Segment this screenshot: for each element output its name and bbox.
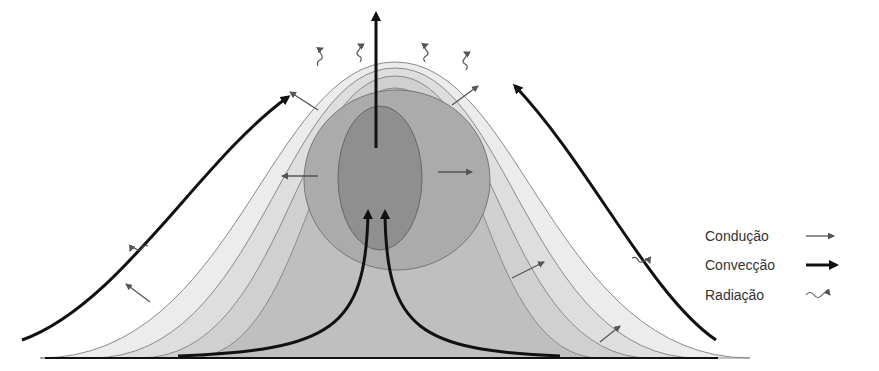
convection-arrow	[22, 97, 288, 340]
hot-zone	[304, 90, 490, 270]
legend-sample-conduction	[806, 235, 834, 236]
legend-label: Condução	[705, 228, 769, 244]
legend-label: Convecção	[705, 257, 775, 273]
legend-label: Radiação	[705, 287, 764, 303]
ground-line	[45, 357, 718, 359]
convection-arrow	[515, 86, 716, 340]
bell-layer	[40, 62, 750, 358]
convection-arrow	[375, 14, 378, 148]
hot-core	[338, 106, 422, 250]
radiation-arrows	[130, 44, 650, 263]
conduction-arrows	[126, 86, 620, 342]
legend-sample-convection	[806, 264, 836, 267]
bell-layer	[140, 76, 650, 358]
legend-sample-radiation	[806, 293, 830, 298]
bell-layer	[92, 68, 698, 358]
convection-arrow	[178, 212, 368, 356]
convection-arrow	[385, 212, 560, 356]
